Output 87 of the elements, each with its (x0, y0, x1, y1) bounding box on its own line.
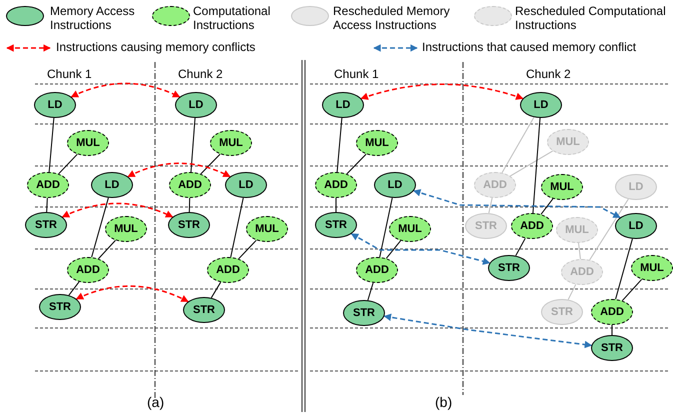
rescheduled-memory-node: STR (541, 299, 583, 325)
memory-access-node: STR (25, 212, 67, 238)
computational-node: MUL (105, 216, 147, 242)
legend-text: Instructions that caused memory conflict (422, 40, 636, 54)
memory-access-node: STR (168, 212, 210, 238)
legend-text: Instructions causing memory conflicts (56, 40, 256, 54)
dependency-line (346, 154, 367, 174)
computational-node: ADD (169, 172, 211, 198)
computational-node: MUL (210, 130, 252, 156)
rescheduled-computational-node: ADD (474, 172, 516, 198)
dependency-line (502, 116, 534, 174)
rescheduled-computational-node: MUL (556, 217, 598, 243)
memory-access-node: STR (183, 297, 225, 323)
dependency-line (578, 242, 581, 260)
dependency-line (568, 284, 576, 300)
computational-node: ADD (27, 172, 69, 198)
dependency-line (210, 282, 222, 298)
dependency-line (615, 238, 633, 300)
memory-access-node: STR (343, 300, 385, 326)
conflict-arrow (350, 233, 490, 265)
computational-node: ADD (67, 257, 109, 283)
dependency-line (622, 278, 642, 302)
dependency-line (532, 117, 541, 214)
dependency-line (200, 154, 221, 174)
memory-access-node: LD (520, 92, 562, 118)
conflict-arrow (76, 285, 189, 302)
dependency-line (188, 198, 190, 212)
column-header: Chunk 2 (178, 66, 223, 82)
computational-node: MUL (631, 255, 673, 281)
computational-node: ADD (356, 257, 398, 283)
rescheduled-computational-node: MUL (547, 129, 589, 155)
computational-node: MUL (356, 130, 398, 156)
memory-access-node: LD (374, 172, 416, 198)
computational-node: ADD (315, 172, 357, 198)
conflict-arrow (413, 189, 621, 218)
column-header: Chunk 1 (47, 66, 92, 82)
computational-node: MUL (67, 130, 109, 156)
conflict-arrow (70, 82, 180, 98)
panel-label: (a) (147, 394, 164, 410)
dependency-line (190, 117, 196, 173)
dependency-line (230, 197, 244, 258)
conflict-arrow (360, 84, 524, 100)
dependency-line (48, 117, 54, 173)
dependency-line (540, 198, 554, 215)
memory-access-node: STR (488, 255, 530, 281)
dependency-line (336, 117, 342, 173)
legend-text: Rescheduled Computational Instructions (515, 4, 667, 32)
legend-text: Computational Instructions (193, 4, 272, 32)
dependency-line (58, 154, 78, 174)
conflict-arrow (384, 314, 592, 348)
computational-node: ADD (207, 257, 249, 283)
dependency-line (68, 281, 80, 296)
dependency-line (510, 150, 554, 177)
memory-access-node: LD (91, 172, 133, 198)
dependency-line (91, 197, 109, 258)
dependency-line (367, 282, 374, 301)
panel-label: (b) (435, 394, 452, 410)
dependency-line (98, 240, 116, 260)
dependency-line (589, 198, 629, 260)
legend-text: Memory Access Instructions (50, 4, 136, 32)
legend-text: Rescheduled Memory Access Instructions (333, 4, 451, 32)
computational-node: ADD (591, 299, 633, 325)
computational-node: MUL (541, 174, 583, 200)
dependency-line (386, 240, 402, 259)
conflict-arrow (127, 162, 231, 178)
memory-access-node: STR (315, 212, 357, 238)
column-header: Chunk 2 (526, 66, 571, 82)
conflict-arrow (62, 202, 174, 218)
rescheduled-memory-node: STR (465, 213, 507, 239)
dependency-line (379, 197, 393, 258)
dependency-line (515, 238, 526, 256)
dependency-line (488, 197, 493, 214)
memory-access-node: STR (591, 335, 633, 361)
memory-access-node: LD (615, 213, 657, 239)
memory-access-node: STR (39, 294, 81, 320)
dependency-line (46, 198, 48, 212)
computational-node: ADD (511, 213, 553, 239)
rescheduled-computational-node: ADD (561, 259, 603, 285)
memory-access-node: LD (34, 92, 76, 118)
memory-access-node: LD (175, 92, 217, 118)
rescheduled-memory-node: LD (615, 174, 657, 200)
memory-access-node: LD (322, 92, 364, 118)
column-header: Chunk 1 (334, 66, 379, 82)
computational-node: MUL (246, 216, 288, 242)
computational-node: MUL (389, 216, 431, 242)
dependency-line (238, 240, 257, 260)
memory-access-node: LD (225, 172, 267, 198)
